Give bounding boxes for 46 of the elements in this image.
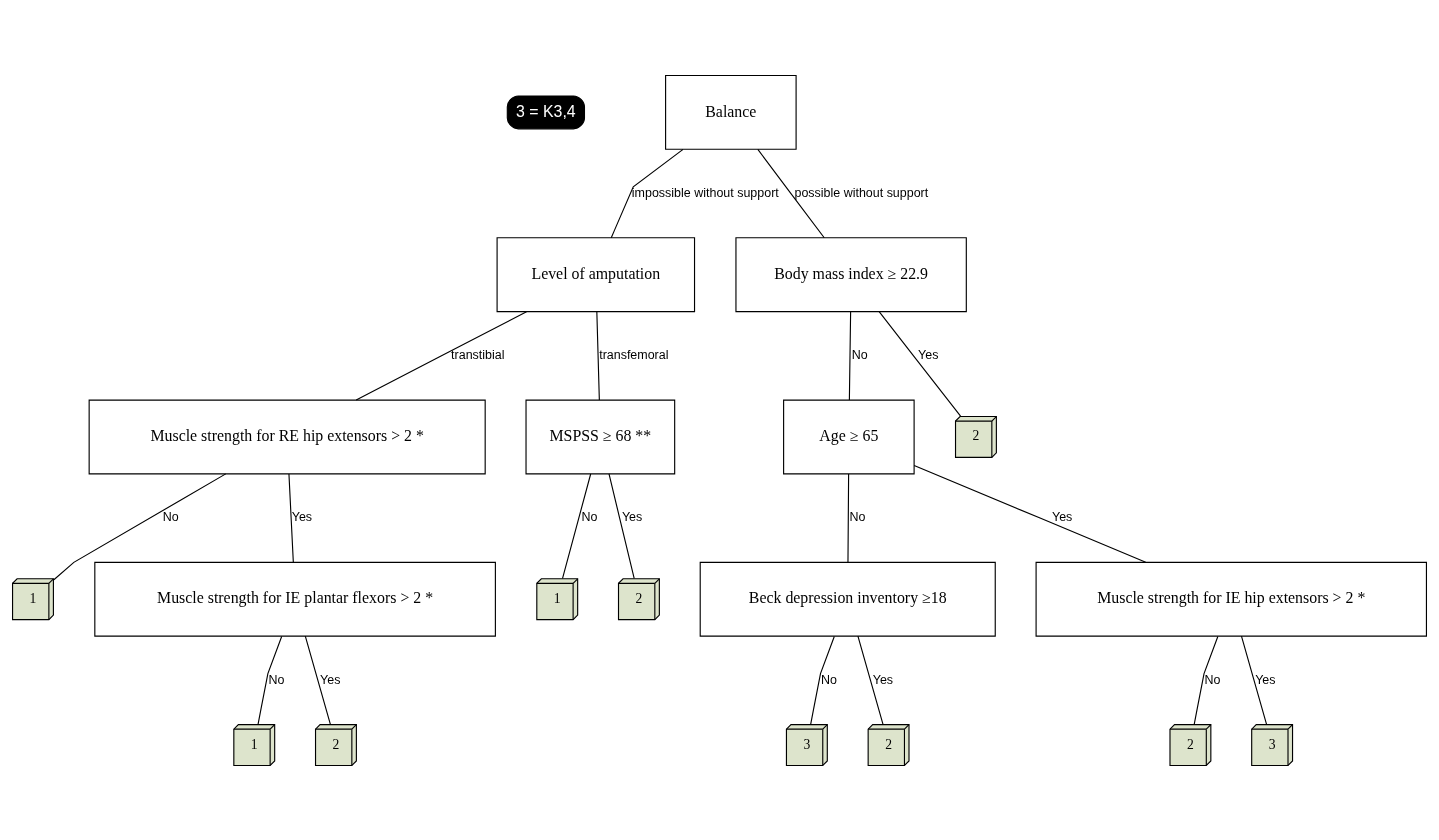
connector <box>610 148 684 238</box>
edge-label: No <box>162 509 179 524</box>
edge-label: No <box>581 509 598 524</box>
connector <box>53 472 227 580</box>
node-box: Body mass index ≥ 22.9 <box>735 236 967 312</box>
connector <box>878 310 962 417</box>
node-box: Balance <box>665 74 797 150</box>
edge-label: No <box>268 672 285 687</box>
edge-label: No <box>851 347 868 362</box>
connector <box>596 310 600 401</box>
connector <box>913 464 1147 563</box>
node-box: Beck depression inventory ≥18 <box>699 561 996 637</box>
edge-label: transtibial <box>451 347 505 362</box>
node-box: MSPSS ≥ 68 ** <box>525 399 676 474</box>
node-box: Muscle strength for RE hip extensors > 2 * <box>88 399 486 474</box>
node-box: Age ≥ 65 <box>783 399 915 474</box>
connector <box>757 148 825 238</box>
edge-label: No <box>1204 672 1221 687</box>
node-box: Muscle strength for IE plantar flexors > 2 * <box>94 561 496 637</box>
connector <box>355 310 528 401</box>
connector <box>810 635 835 725</box>
connector <box>608 472 635 579</box>
edge-label: possible without support <box>794 185 929 200</box>
edge-label: Yes <box>291 509 313 524</box>
label: 3 = K3,4 <box>516 102 576 120</box>
edge-label: Yes <box>320 672 341 687</box>
connector <box>848 310 852 401</box>
edge-label: No <box>849 509 866 524</box>
node-box: Muscle strength for IE hip extensors > 2 * <box>1035 561 1427 637</box>
edge-label: Yes <box>1052 509 1073 524</box>
node-box: Level of amputation <box>496 236 696 312</box>
connector <box>847 472 850 563</box>
edge-label: Yes <box>1255 672 1276 687</box>
connector <box>857 635 884 725</box>
edge-label: Yes <box>621 509 643 524</box>
edge-label: No <box>821 672 837 687</box>
connector <box>1240 635 1268 725</box>
connector <box>1193 635 1219 725</box>
connector <box>561 472 592 579</box>
connector <box>257 635 283 725</box>
connector <box>304 635 331 725</box>
edge-label: impossible without support <box>631 185 779 200</box>
edge-label: transfemoral <box>599 347 669 362</box>
connector <box>288 472 294 563</box>
edge-label: Yes <box>872 672 894 687</box>
edge-label: Yes <box>918 347 939 362</box>
